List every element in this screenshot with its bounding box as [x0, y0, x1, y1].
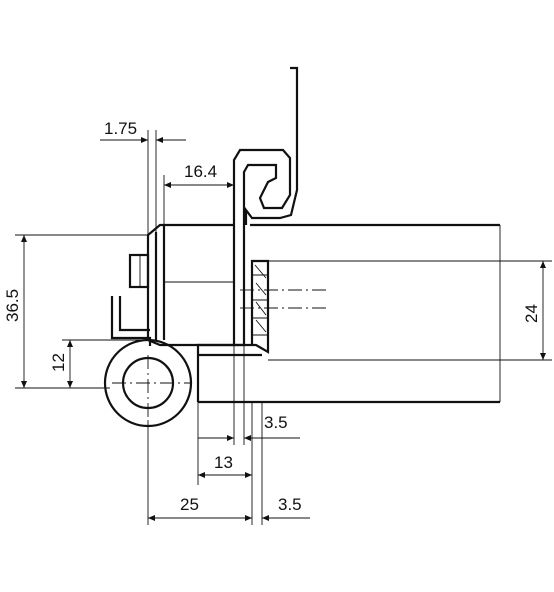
bracket	[110, 296, 152, 346]
dim-label-25: 25	[180, 495, 199, 514]
dim-label-16-4: 16.4	[184, 162, 217, 181]
dim-16-4: 16.4	[163, 162, 235, 225]
dim-13: 13	[197, 402, 253, 525]
dim-label-36-5: 36.5	[3, 289, 22, 322]
dim-24: 24	[500, 260, 552, 361]
dim-36-5: 36.5	[3, 234, 148, 389]
dim-label-24: 24	[522, 304, 541, 323]
dim-3-5-lower: 3.5	[230, 402, 310, 525]
dim-label-13: 13	[214, 453, 233, 472]
dim-3-5-upper: 3.5	[198, 345, 300, 445]
hinge-body	[128, 223, 246, 347]
dim-25: 25	[147, 420, 252, 525]
frame-profile	[232, 66, 299, 225]
dim-12: 12	[49, 339, 148, 388]
dim-label-12: 12	[49, 353, 68, 372]
center-lines	[112, 289, 330, 420]
door-leaf	[198, 223, 501, 404]
dim-label-1-75: 1.75	[104, 119, 137, 138]
door-plate	[196, 259, 270, 402]
dim-label-3-5-upper: 3.5	[264, 413, 288, 432]
dim-label-3-5-lower: 3.5	[278, 495, 302, 514]
dim-1-75: 1.75	[100, 119, 186, 235]
